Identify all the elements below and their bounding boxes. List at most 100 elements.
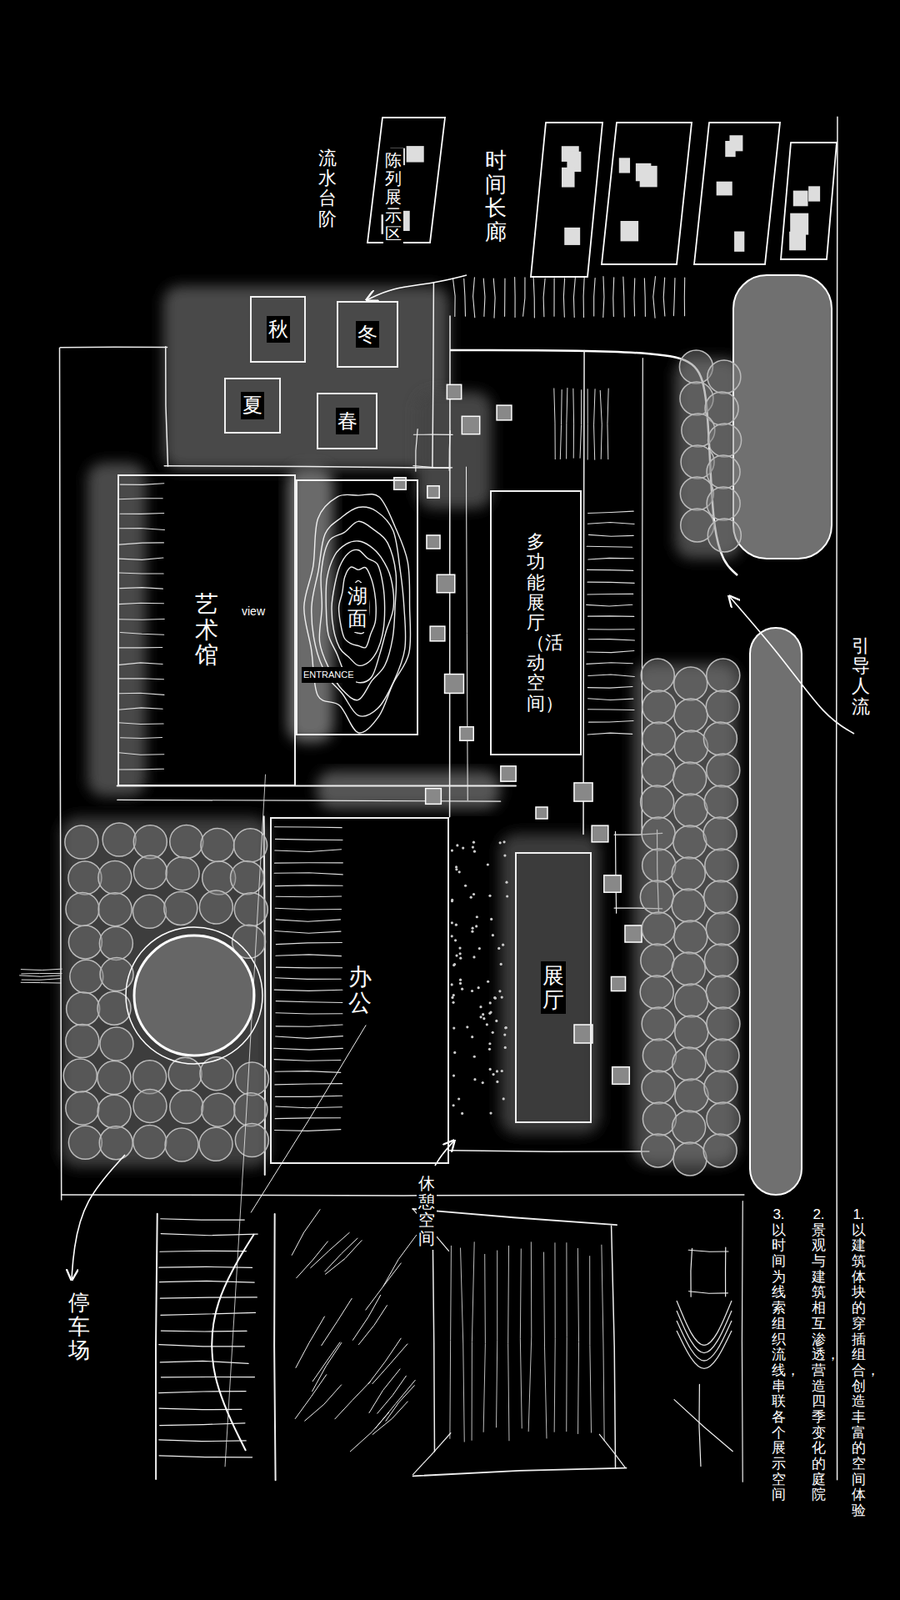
shade-wash <box>675 358 742 559</box>
sketch-line <box>119 572 164 574</box>
tree-symbol <box>99 925 133 960</box>
building-room: 艺术馆 <box>117 474 296 786</box>
paving-dot <box>488 1047 491 1050</box>
sketch-line <box>159 1344 245 1346</box>
massing-block <box>808 185 820 201</box>
shade-wash <box>60 816 270 1167</box>
tree-symbol <box>641 1070 675 1104</box>
sketch-line <box>432 282 434 468</box>
sketch-line <box>465 466 468 800</box>
stepping-stone <box>612 1066 630 1085</box>
tree-symbol <box>200 1056 234 1090</box>
tree-symbol <box>675 1015 709 1049</box>
sketch-line <box>165 346 169 466</box>
tree-symbol <box>70 959 104 993</box>
massing-block <box>619 157 630 173</box>
sketch-note: 陈列展示区 <box>383 148 404 245</box>
sketch-line <box>118 678 164 680</box>
tree-symbol <box>132 894 166 928</box>
tree-symbol <box>706 658 740 692</box>
leader-arrow <box>435 1140 455 1165</box>
sketch-line <box>587 581 635 583</box>
tree-symbol <box>672 1110 706 1144</box>
sketch-line <box>159 1390 246 1393</box>
tree-symbol <box>671 951 705 985</box>
paving-dot <box>464 884 467 887</box>
sketch-line <box>493 278 495 318</box>
sketch-line <box>383 1234 417 1285</box>
paving-dot <box>505 880 508 884</box>
contour-line <box>311 506 406 716</box>
tree-symbol <box>641 816 675 850</box>
sketch-line <box>836 116 838 1479</box>
sketch-line <box>587 628 635 630</box>
road <box>450 275 832 1195</box>
sketch-line <box>496 1250 498 1427</box>
sketch-line <box>560 390 562 460</box>
stepping-stone <box>430 625 445 641</box>
tree-symbol <box>705 975 740 1009</box>
sketch-line <box>275 966 342 969</box>
sketch-line <box>587 732 633 735</box>
contour-line <box>339 566 377 648</box>
shade-wash <box>163 285 450 470</box>
sketch-line <box>274 1213 275 1480</box>
tree-symbol <box>705 911 740 945</box>
entrance-mark: ENTRANCE <box>301 666 356 683</box>
sketch-line <box>160 1218 245 1220</box>
sketch-line <box>275 942 342 945</box>
paving-dot <box>450 982 454 985</box>
sketch-line <box>160 1296 257 1298</box>
site-frame <box>60 116 838 1481</box>
room-label: 展厅 <box>540 960 566 1014</box>
tree-symbol <box>65 1024 100 1058</box>
paving-dot <box>488 894 491 897</box>
sketch-line <box>611 1225 616 1468</box>
paving-dot <box>471 926 475 930</box>
sketch-line <box>523 277 525 316</box>
sketch-line <box>530 122 603 277</box>
stepping-stone <box>625 925 642 942</box>
tree-symbol <box>706 1006 740 1040</box>
sketch-line <box>60 345 167 348</box>
tree-symbol <box>705 848 739 882</box>
sketch-line <box>588 639 635 640</box>
courtyard-pavilion: 夏 <box>224 377 281 434</box>
sketch-line <box>60 347 62 1200</box>
tree-symbol <box>705 943 739 977</box>
round-plaza <box>134 935 255 1055</box>
paving-dot <box>453 1050 456 1054</box>
sketch-line <box>565 1242 567 1431</box>
paving-dot <box>452 1026 455 1030</box>
sketch-line <box>460 1247 465 1441</box>
room-label: 夏 <box>240 391 265 419</box>
sketch-line <box>633 278 635 316</box>
sketch-line <box>225 774 265 1466</box>
massing-block <box>564 227 580 245</box>
shade-wash <box>316 770 500 809</box>
sketch-line <box>449 1150 649 1151</box>
sketch-line <box>61 1194 745 1195</box>
paving-dot <box>450 898 454 901</box>
massing-block <box>716 181 733 196</box>
tree-symbol <box>235 1123 269 1157</box>
paving-dot <box>452 963 455 966</box>
sketch-line <box>275 1035 344 1039</box>
sketch-line <box>118 602 164 604</box>
sketch-line <box>586 662 634 665</box>
tree-symbol <box>97 1094 131 1128</box>
sketch-line <box>321 1297 352 1345</box>
sketch-line <box>365 1262 401 1310</box>
paving-dot <box>454 938 457 941</box>
massing-block <box>406 145 425 162</box>
sketch-line <box>554 388 555 460</box>
road-edge <box>450 350 738 575</box>
room-label: 艺术馆 <box>193 589 220 671</box>
tree-symbol <box>672 1046 706 1080</box>
sketch-line <box>644 278 645 317</box>
sketch-line <box>588 674 635 677</box>
sketch-line <box>275 1070 341 1073</box>
tree-symbol <box>704 880 738 914</box>
tree-symbol <box>66 991 100 1025</box>
tree-symbol <box>201 1092 235 1126</box>
